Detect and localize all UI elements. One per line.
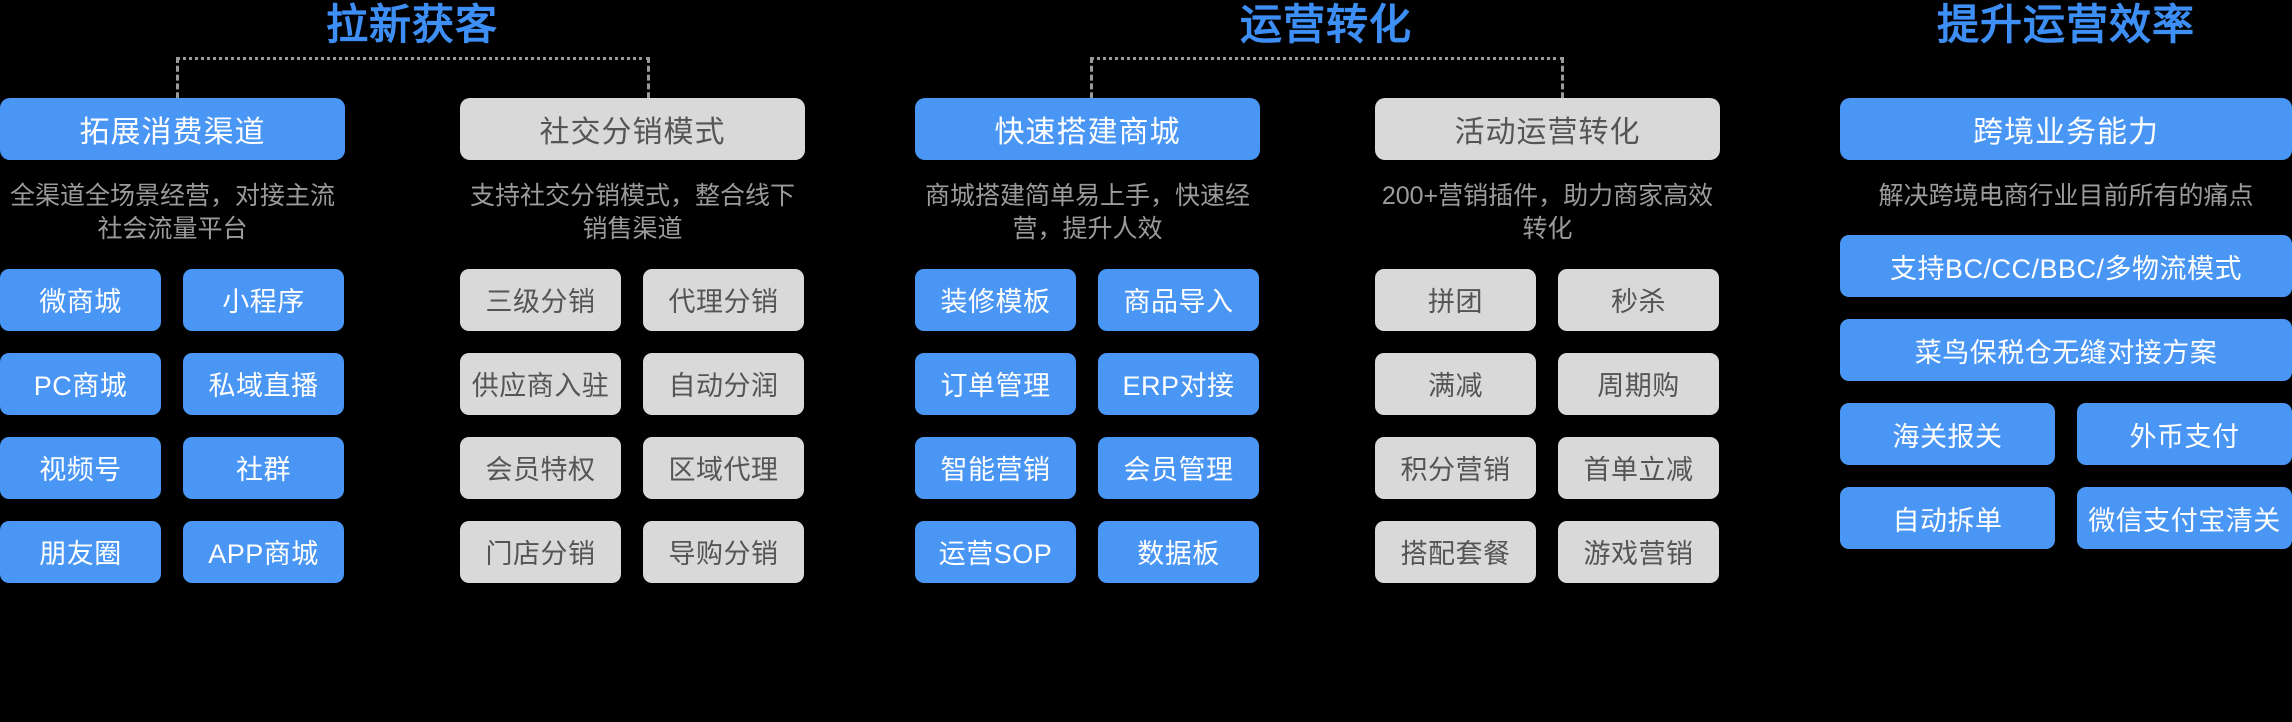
feature-tile[interactable]: 积分营销 xyxy=(1375,436,1536,499)
capability-column-2: 社交分销模式 支持社交分销模式，整合线下销售渠道 三级分销 代理分销 供应商入驻… xyxy=(460,98,805,583)
feature-tile[interactable]: 导购分销 xyxy=(643,520,804,583)
feature-tile-grid-4: 拼团 秒杀 满减 周期购 积分营销 首单立减 搭配套餐 游戏营销 xyxy=(1375,268,1720,583)
feature-tile[interactable]: 支持BC/CC/BBC/多物流模式 xyxy=(1840,235,2292,298)
feature-tile[interactable]: 区域代理 xyxy=(643,436,804,499)
feature-tile[interactable]: 装修模板 xyxy=(915,268,1076,331)
feature-tile[interactable]: 满减 xyxy=(1375,352,1536,415)
capability-column-4: 活动运营转化 200+营销插件，助力商家高效转化 拼团 秒杀 满减 周期购 积分… xyxy=(1375,98,1720,583)
feature-tile[interactable]: 自动拆单 xyxy=(1840,487,2055,550)
feature-tile[interactable]: 社群 xyxy=(183,436,344,499)
feature-tile[interactable]: 商品导入 xyxy=(1098,268,1259,331)
feature-tile[interactable]: 会员特权 xyxy=(460,436,621,499)
feature-tile[interactable]: 朋友圈 xyxy=(0,520,161,583)
feature-tile[interactable]: 三级分销 xyxy=(460,268,621,331)
bracket-connector-2 xyxy=(1090,57,1564,107)
column-description-2: 支持社交分销模式，整合线下销售渠道 xyxy=(469,182,795,244)
feature-tile[interactable]: 订单管理 xyxy=(915,352,1076,415)
feature-tile[interactable]: 秒杀 xyxy=(1558,268,1719,331)
feature-tile[interactable]: ERP对接 xyxy=(1098,352,1259,415)
feature-tile[interactable]: 数据板 xyxy=(1098,520,1259,583)
column-description-1: 全渠道全场景经营，对接主流社会流量平台 xyxy=(9,182,335,244)
section-title-2: 运营转化 xyxy=(1239,1,1412,48)
feature-tile[interactable]: 微商城 xyxy=(0,268,161,331)
column-description-5: 解决跨境电商行业目前所有的痛点 xyxy=(1878,182,2254,210)
feature-tile-grid-1: 微商城 小程序 PC商城 私域直播 视频号 社群 朋友圈 APP商城 xyxy=(0,268,345,583)
section-title-1: 拉新获客 xyxy=(325,1,498,48)
feature-tile[interactable]: 自动分润 xyxy=(643,352,804,415)
capability-column-1: 拓展消费渠道 全渠道全场景经营，对接主流社会流量平台 微商城 小程序 PC商城 … xyxy=(0,98,345,583)
capability-column-5: 跨境业务能力 解决跨境电商行业目前所有的痛点 支持BC/CC/BBC/多物流模式… xyxy=(1840,98,2292,550)
feature-tile[interactable]: 游戏营销 xyxy=(1558,520,1719,583)
feature-tile[interactable]: 智能营销 xyxy=(915,436,1076,499)
column-header-card-1[interactable]: 拓展消费渠道 xyxy=(0,98,345,160)
feature-tile[interactable]: APP商城 xyxy=(183,520,344,583)
feature-tile[interactable]: 海关报关 xyxy=(1840,403,2055,466)
feature-tile-grid-5: 支持BC/CC/BBC/多物流模式 菜鸟保税仓无缝对接方案 海关报关 外币支付 … xyxy=(1840,235,2292,550)
feature-tile[interactable]: 微信支付宝清关 xyxy=(2077,487,2292,550)
feature-tile[interactable]: 菜鸟保税仓无缝对接方案 xyxy=(1840,319,2292,382)
feature-tile[interactable]: 搭配套餐 xyxy=(1375,520,1536,583)
feature-tile[interactable]: 私域直播 xyxy=(183,352,344,415)
column-description-3: 商城搭建简单易上手，快速经营，提升人效 xyxy=(924,182,1250,244)
column-header-card-5[interactable]: 跨境业务能力 xyxy=(1840,98,2292,160)
column-header-card-4[interactable]: 活动运营转化 xyxy=(1375,98,1720,160)
column-header-card-2[interactable]: 社交分销模式 xyxy=(460,98,805,160)
feature-tile-grid-2: 三级分销 代理分销 供应商入驻 自动分润 会员特权 区域代理 门店分销 导购分销 xyxy=(460,268,805,583)
section-title-3: 提升运营效率 xyxy=(1936,1,2195,48)
feature-tile[interactable]: 视频号 xyxy=(0,436,161,499)
feature-tile[interactable]: 供应商入驻 xyxy=(460,352,621,415)
feature-tile[interactable]: 门店分销 xyxy=(460,520,621,583)
feature-tile[interactable]: 拼团 xyxy=(1375,268,1536,331)
bracket-connector-1 xyxy=(176,57,650,107)
column-header-card-3[interactable]: 快速搭建商城 xyxy=(915,98,1260,160)
feature-tile[interactable]: 首单立减 xyxy=(1558,436,1719,499)
feature-tile[interactable]: PC商城 xyxy=(0,352,161,415)
capability-column-3: 快速搭建商城 商城搭建简单易上手，快速经营，提升人效 装修模板 商品导入 订单管… xyxy=(915,98,1260,583)
feature-tile[interactable]: 外币支付 xyxy=(2077,403,2292,466)
feature-tile-grid-3: 装修模板 商品导入 订单管理 ERP对接 智能营销 会员管理 运营SOP 数据板 xyxy=(915,268,1260,583)
column-description-4: 200+营销插件，助力商家高效转化 xyxy=(1381,182,1714,244)
feature-tile[interactable]: 小程序 xyxy=(183,268,344,331)
feature-tile[interactable]: 运营SOP xyxy=(915,520,1076,583)
feature-tile[interactable]: 代理分销 xyxy=(643,268,804,331)
feature-tile[interactable]: 周期购 xyxy=(1558,352,1719,415)
feature-tile[interactable]: 会员管理 xyxy=(1098,436,1259,499)
